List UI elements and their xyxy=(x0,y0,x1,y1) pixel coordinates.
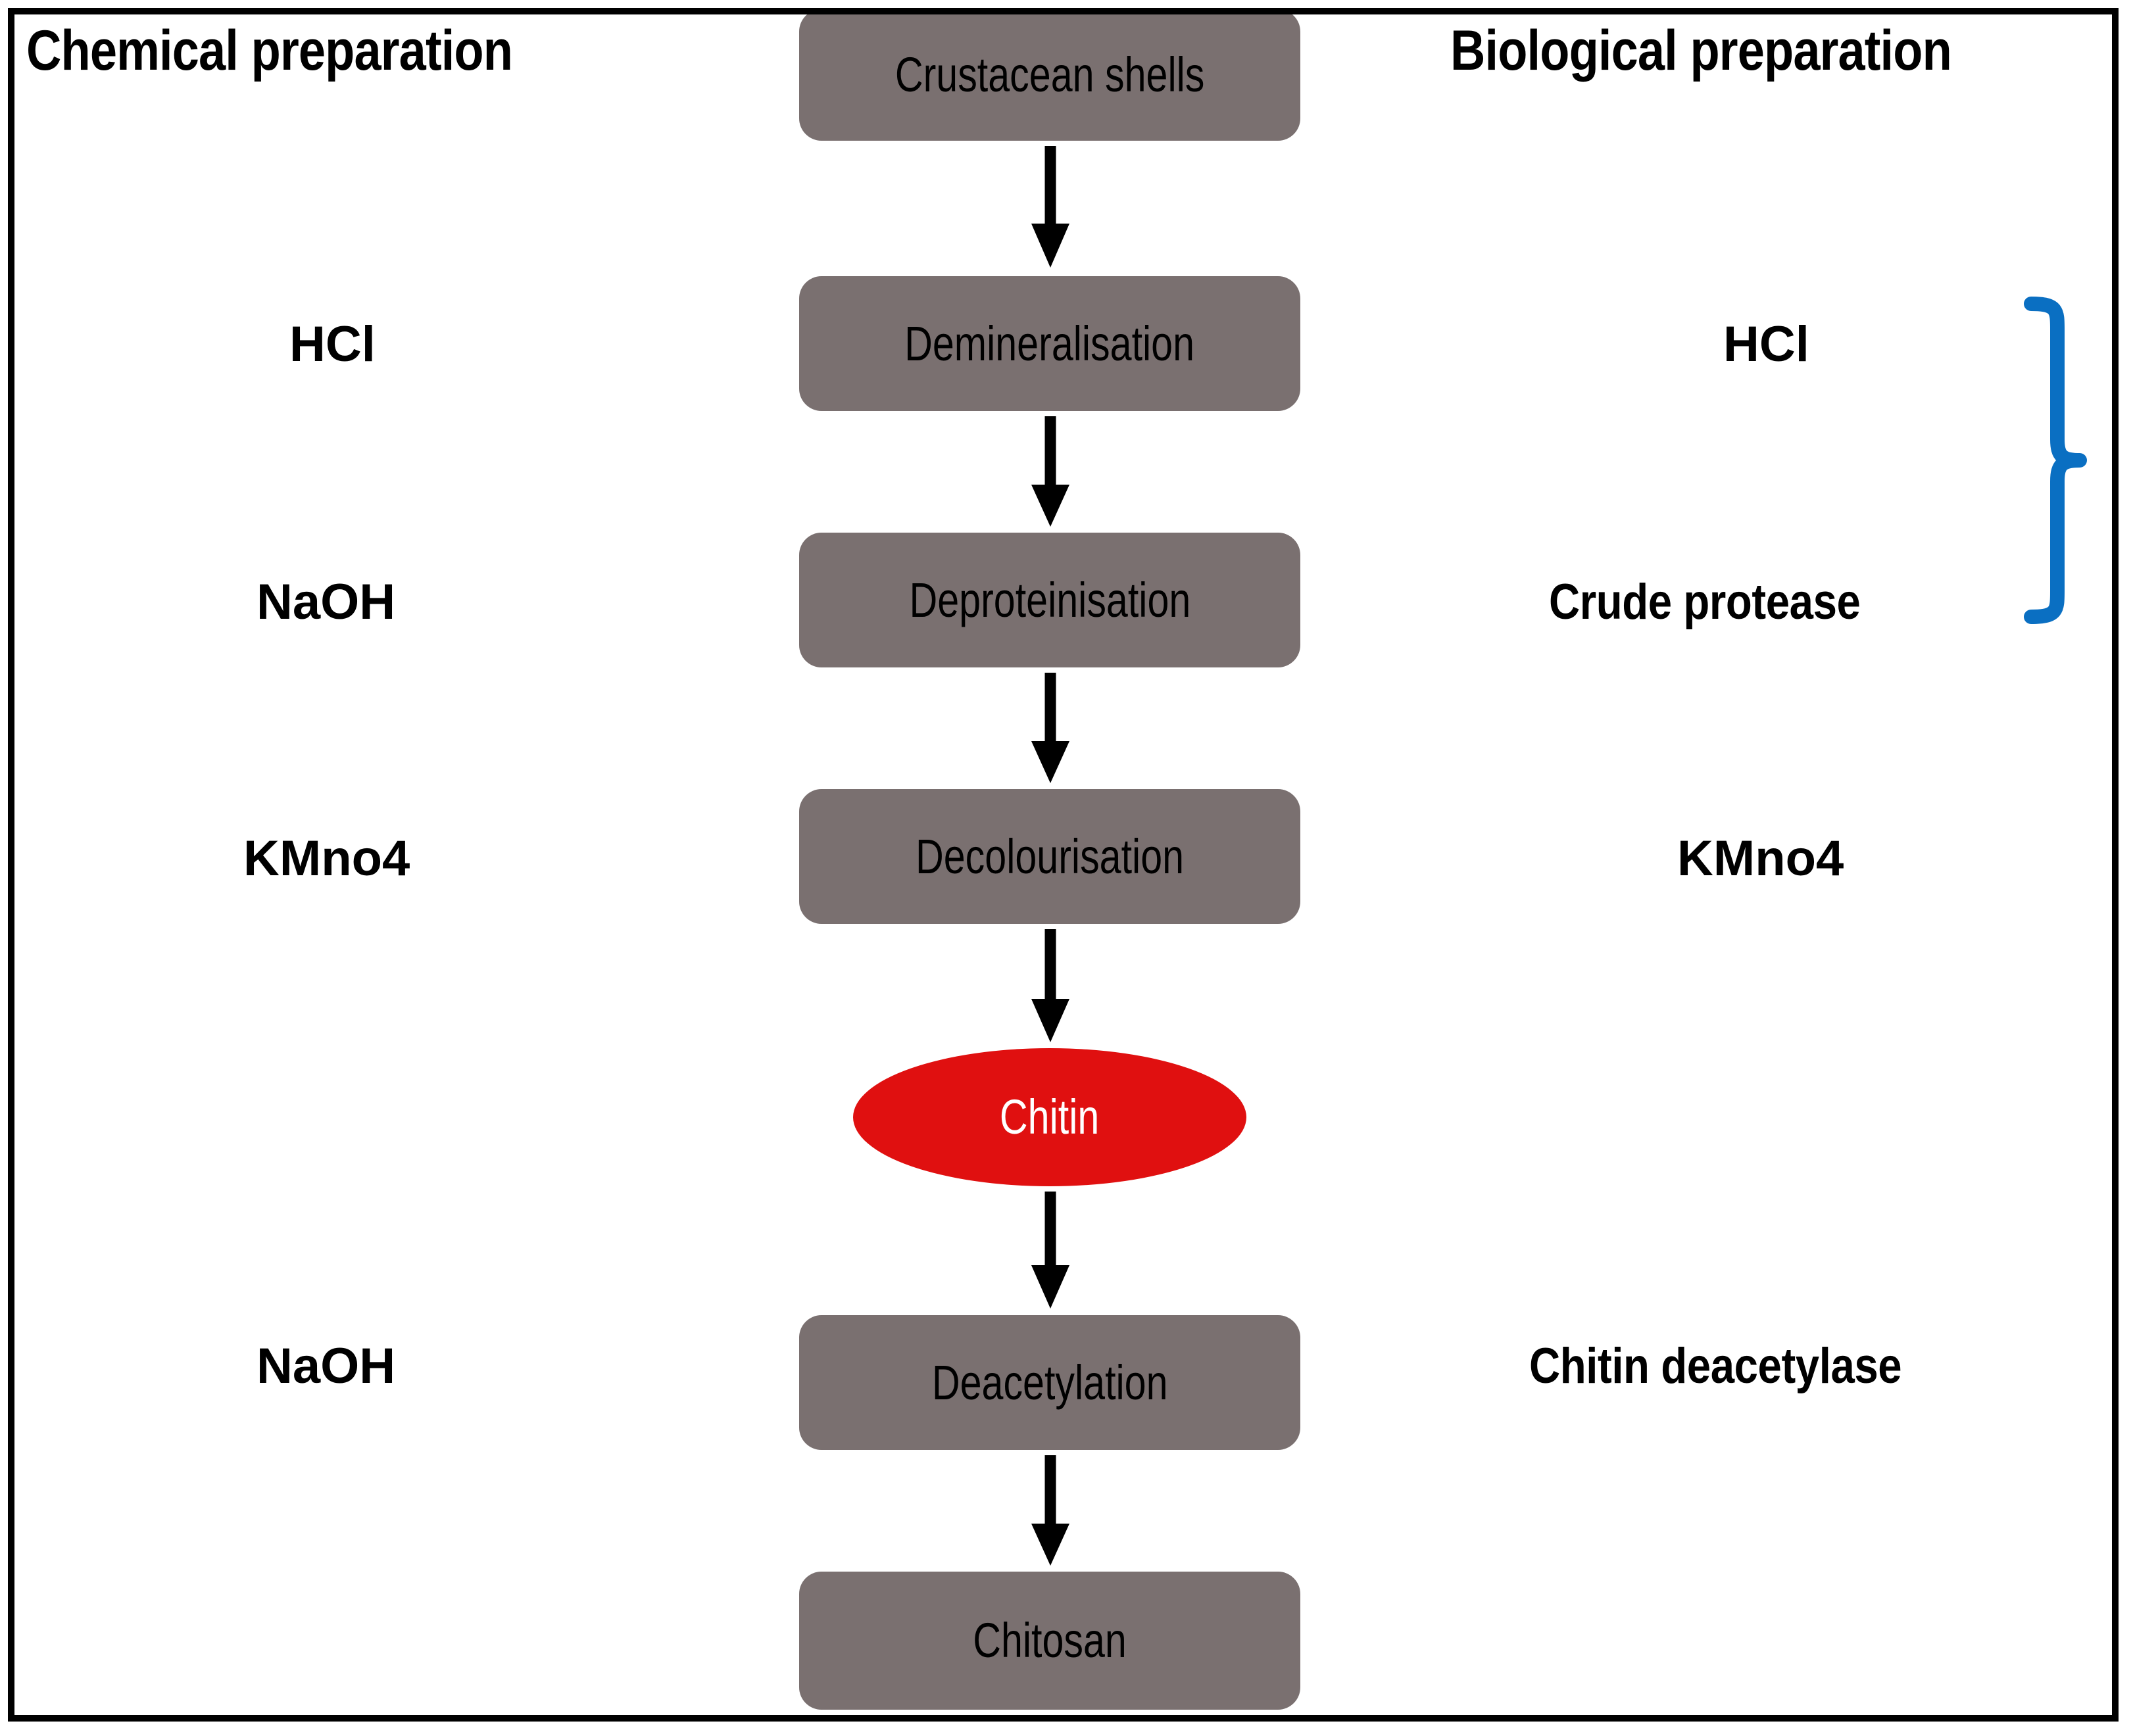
process-node-decolourisation: Decolourisation xyxy=(799,789,1300,924)
biological-reagent-deproteinisation: Crude protease xyxy=(1549,574,1861,630)
process-node-deproteinisation: Deproteinisation xyxy=(799,533,1300,667)
process-node-label: Decolourisation xyxy=(915,829,1185,884)
process-node-label: Demineralisation xyxy=(904,316,1195,371)
chemical-reagent-deacetylation: NaOH xyxy=(257,1338,396,1394)
column-header-biological-preparation: Biological preparation xyxy=(1450,19,1952,82)
chemical-reagent-deproteinisation: NaOH xyxy=(257,574,396,630)
process-node-label: Chitin xyxy=(1000,1090,1100,1144)
flow-arrow-demineralisation-to-deproteinisation xyxy=(1011,416,1090,527)
biological-reagent-deacetylation: Chitin deacetylase xyxy=(1529,1338,1902,1394)
flow-arrow-chitin-to-deacetylation xyxy=(1011,1192,1090,1309)
flow-arrow-decolourisation-to-chitin xyxy=(1011,929,1090,1042)
process-node-deacetylation: Deacetylation xyxy=(799,1315,1300,1450)
process-node-chitin: Chitin xyxy=(853,1048,1246,1186)
biological-reagent-decolourisation: KMno4 xyxy=(1677,831,1844,886)
blue-grouping-brace-icon xyxy=(2006,296,2133,625)
biological-reagent-demineralisation: HCl xyxy=(1723,316,1809,372)
chemical-reagent-demineralisation: HCl xyxy=(289,316,376,372)
flow-arrow-deproteinisation-to-decolourisation xyxy=(1011,673,1090,783)
process-node-label: Chitosan xyxy=(973,1613,1127,1668)
chemical-reagent-decolourisation: KMno4 xyxy=(243,831,410,886)
process-node-label: Crustacean shells xyxy=(895,47,1205,102)
flow-arrow-deacetylation-to-chitosan xyxy=(1011,1455,1090,1566)
process-node-chitosan: Chitosan xyxy=(799,1572,1300,1710)
process-node-crustacean-shells: Crustacean shells xyxy=(799,9,1300,141)
process-node-demineralisation: Demineralisation xyxy=(799,276,1300,411)
column-header-chemical-preparation: Chemical preparation xyxy=(26,19,513,82)
process-node-label: Deproteinisation xyxy=(909,572,1190,627)
process-node-label: Deacetylation xyxy=(931,1355,1168,1410)
flow-arrow-shells-to-demineralisation xyxy=(1011,146,1090,268)
